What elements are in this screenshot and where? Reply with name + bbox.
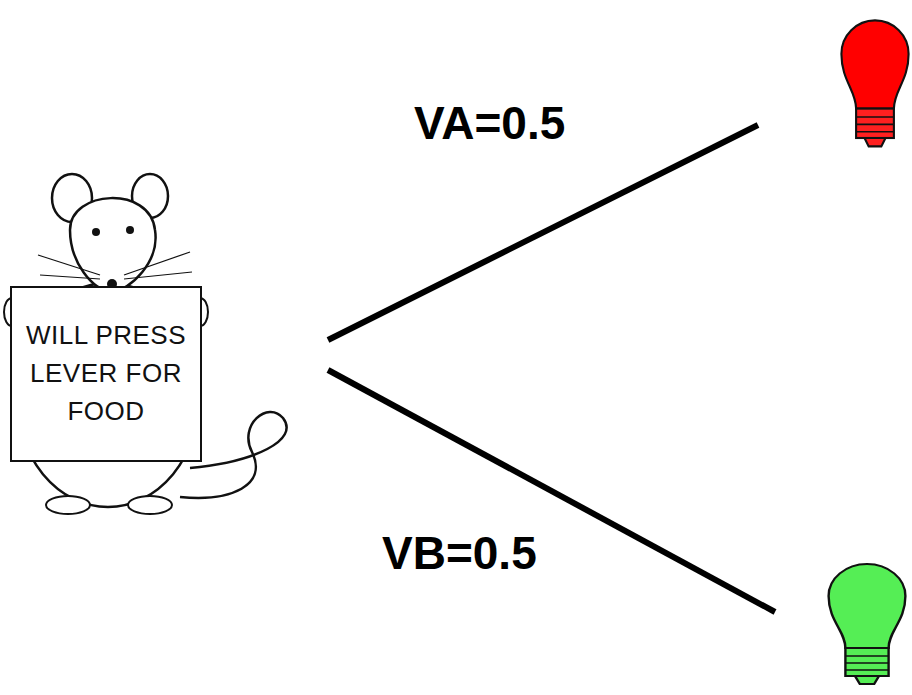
value-label: VB=0.5 xyxy=(382,526,537,580)
rat-whiskers xyxy=(38,252,192,279)
value-label: VA=0.5 xyxy=(414,96,565,150)
rat-foot xyxy=(46,496,90,514)
choice-line xyxy=(328,125,758,340)
rat-foot xyxy=(128,496,172,514)
rat-eye xyxy=(126,226,134,234)
rat-eye xyxy=(92,228,100,236)
sign-board: WILL PRESS LEVER FOR FOOD xyxy=(10,286,202,462)
green-bulb xyxy=(829,564,906,684)
red-bulb xyxy=(841,20,908,146)
sign-text: WILL PRESS LEVER FOR FOOD xyxy=(20,317,192,430)
choice-line xyxy=(328,370,775,612)
